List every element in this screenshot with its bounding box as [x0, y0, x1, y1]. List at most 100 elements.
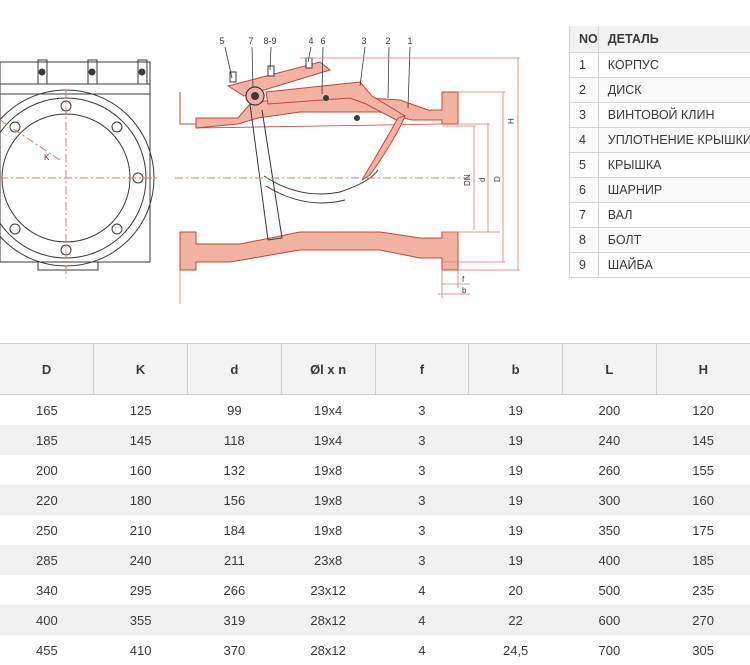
dimension-cell: 3 — [375, 485, 469, 515]
dimension-cell: 285 — [0, 545, 94, 575]
dimension-cell: 240 — [94, 545, 188, 575]
dimension-cell: 175 — [656, 515, 750, 545]
dimension-cell: 120 — [656, 395, 750, 426]
dimension-cell: 180 — [94, 485, 188, 515]
dimension-cell: 319 — [188, 605, 282, 635]
part-name: КОРПУС — [598, 53, 750, 78]
dimension-cell: 210 — [94, 515, 188, 545]
svg-text:3: 3 — [361, 36, 366, 46]
dim-header-f: f — [375, 344, 469, 395]
part-number: 6 — [570, 178, 599, 203]
dimension-cell: 118 — [188, 425, 282, 455]
dimension-cell: 160 — [94, 455, 188, 485]
svg-text:2: 2 — [385, 36, 390, 46]
dimension-cell: 260 — [563, 455, 657, 485]
dimension-cell: 19x8 — [281, 515, 375, 545]
dimension-cell: 19x4 — [281, 395, 375, 426]
dimension-cell: 19 — [469, 515, 563, 545]
dimension-cell: 185 — [0, 425, 94, 455]
dimension-cell: 19 — [469, 545, 563, 575]
dimension-cell: 270 — [656, 605, 750, 635]
dim-header-H: H — [656, 344, 750, 395]
dimension-cell: 4 — [375, 575, 469, 605]
dimension-cell: 500 — [563, 575, 657, 605]
dimension-cell: 3 — [375, 515, 469, 545]
dimension-cell: 185 — [656, 545, 750, 575]
part-number: 2 — [570, 78, 599, 103]
svg-text:D: D — [493, 176, 502, 182]
dimension-cell: 155 — [656, 455, 750, 485]
svg-text:7: 7 — [248, 36, 253, 46]
dim-header-d: d — [188, 344, 282, 395]
svg-text:6: 6 — [320, 36, 325, 46]
dimension-cell: 235 — [656, 575, 750, 605]
dim-header-L: L — [563, 344, 657, 395]
dimension-cell: 350 — [563, 515, 657, 545]
dimension-cell: 3 — [375, 425, 469, 455]
front-view — [0, 60, 154, 270]
part-number: 8 — [570, 228, 599, 253]
dim-header-holes: Øl x n — [281, 344, 375, 395]
dimension-cell: 184 — [188, 515, 282, 545]
dim-header-K: K — [94, 344, 188, 395]
part-name: УПЛОТНЕНИЕ КРЫШКИ — [598, 128, 750, 153]
parts-header-no: NO — [570, 26, 599, 53]
dimension-cell: 99 — [188, 395, 282, 426]
dimension-cell: 3 — [375, 545, 469, 575]
dimension-cell: 125 — [94, 395, 188, 426]
part-name: БОЛТ — [598, 228, 750, 253]
svg-text:4: 4 — [308, 36, 313, 46]
svg-text:DN: DN — [463, 174, 472, 186]
dimension-cell: 250 — [0, 515, 94, 545]
dimension-cell: 165 — [0, 395, 94, 426]
dimension-cell: 200 — [0, 455, 94, 485]
svg-text:8-9: 8-9 — [263, 36, 276, 46]
svg-text:f: f — [462, 275, 465, 284]
part-number: 3 — [570, 103, 599, 128]
parts-table-header: NO ДЕТАЛЬ — [570, 26, 750, 53]
part-name: ВИНТОВОЙ КЛИН — [598, 103, 750, 128]
dimension-cell: 19 — [469, 485, 563, 515]
parts-header-detail: ДЕТАЛЬ — [598, 26, 750, 53]
svg-text:d: d — [478, 178, 487, 182]
dimension-cell: 4 — [375, 605, 469, 635]
dimension-cell: 400 — [0, 605, 94, 635]
dimension-cell: 3 — [375, 455, 469, 485]
part-name: ВАЛ — [598, 203, 750, 228]
dimension-cell: 19 — [469, 455, 563, 485]
part-number: 7 — [570, 203, 599, 228]
dim-header-D: D — [0, 344, 94, 395]
dimension-cell: 295 — [94, 575, 188, 605]
dimension-cell: 220 — [0, 485, 94, 515]
callout-labels: 5 7 8-9 4 6 3 2 1 — [219, 36, 412, 46]
dimension-cell: 211 — [188, 545, 282, 575]
dimension-cell: 23x12 — [281, 575, 375, 605]
part-name: ШАРНИР — [598, 178, 750, 203]
part-name: КРЫШКА — [598, 153, 750, 178]
dimension-cell: 19x8 — [281, 455, 375, 485]
dimension-cell: 355 — [94, 605, 188, 635]
dimension-cell: 19 — [469, 425, 563, 455]
dimensions-table-header: D K d Øl x n f b L H — [0, 344, 750, 395]
dimension-cell: 145 — [656, 425, 750, 455]
dimension-cell: 600 — [563, 605, 657, 635]
dimension-cell: 240 — [563, 425, 657, 455]
dimension-cell: 145 — [94, 425, 188, 455]
dimension-cell: 19x8 — [281, 485, 375, 515]
dimension-cell: 28x12 — [281, 605, 375, 635]
